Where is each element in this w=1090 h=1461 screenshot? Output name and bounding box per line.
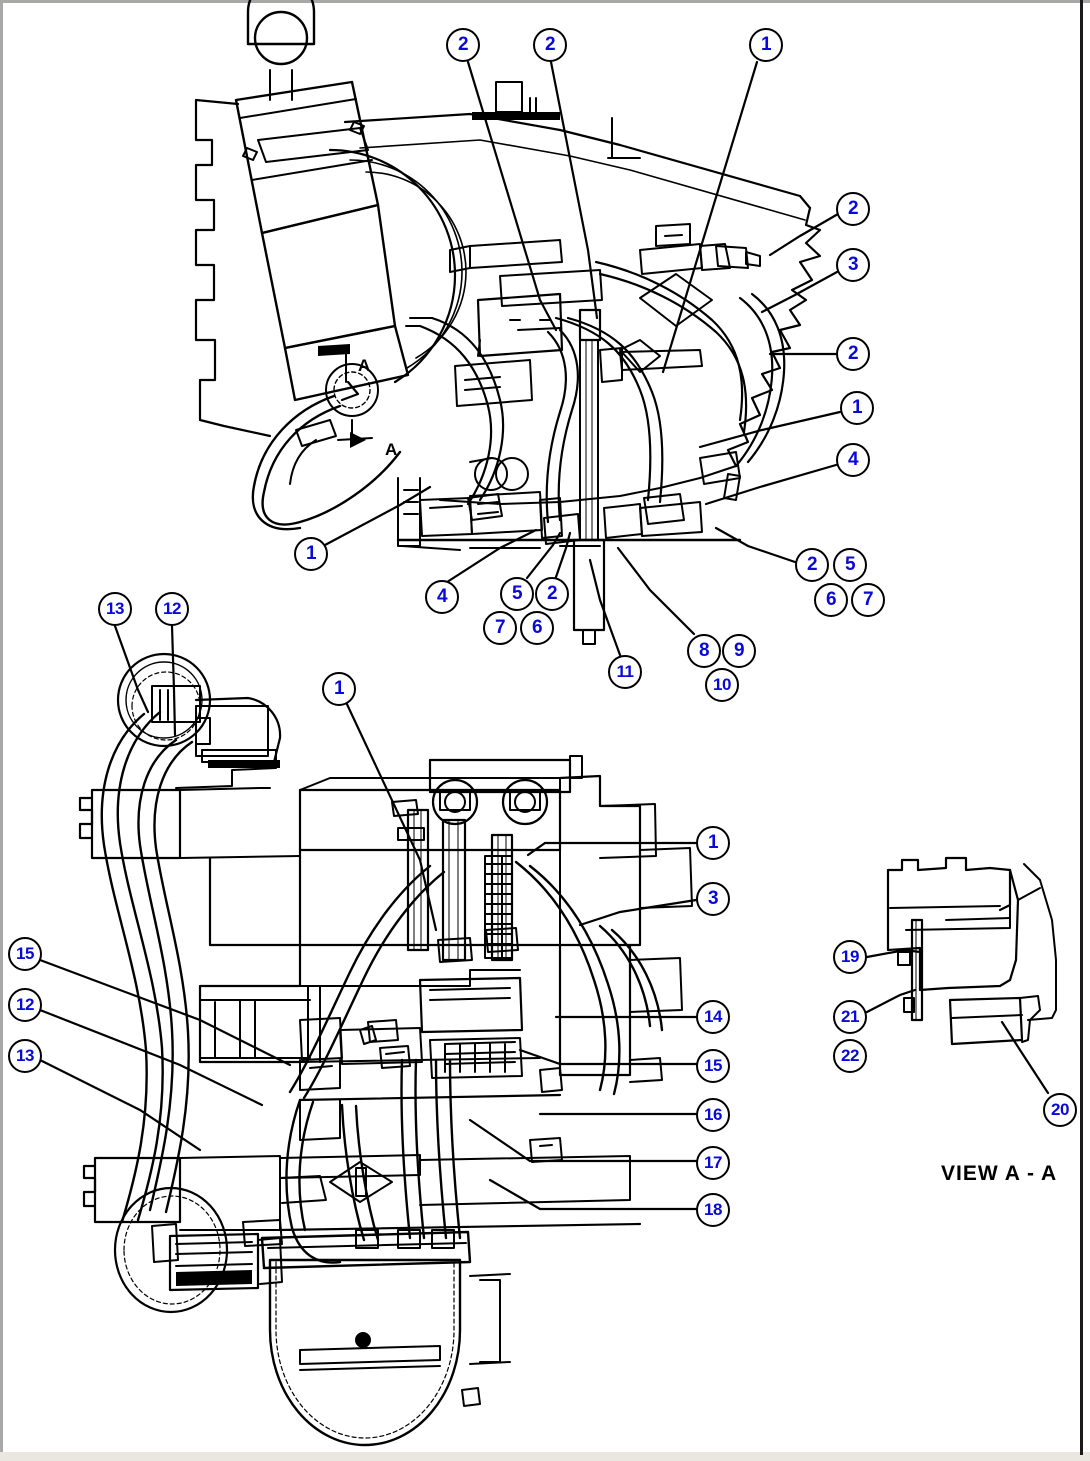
callout-2[interactable]: 2	[446, 28, 480, 62]
callout-12[interactable]: 12	[8, 988, 42, 1022]
callout-3[interactable]: 3	[836, 248, 870, 282]
leader-line-1	[698, 410, 842, 449]
leader-line-12	[170, 624, 177, 737]
leader-line-2	[466, 60, 558, 332]
callout-5[interactable]: 5	[833, 548, 867, 582]
leader-line-1	[526, 841, 698, 857]
leader-line-1	[343, 698, 438, 932]
callout-18[interactable]: 18	[696, 1193, 730, 1227]
leader-line-11	[588, 558, 622, 657]
leader-line-3	[578, 898, 698, 927]
leader-line-3	[760, 270, 839, 314]
leader-line-1	[661, 60, 759, 374]
upper-assembly-view	[194, 0, 822, 645]
callout-1[interactable]: 1	[322, 672, 356, 706]
callout-15[interactable]: 15	[696, 1049, 730, 1083]
callout-leader-lines	[38, 60, 1050, 1211]
callout-7[interactable]: 7	[483, 611, 517, 645]
callout-2[interactable]: 2	[535, 577, 569, 611]
leader-line-20	[1000, 1020, 1050, 1095]
leader-line-17	[468, 1118, 698, 1163]
leader-line-2	[714, 526, 797, 564]
callout-3[interactable]: 3	[696, 882, 730, 916]
callout-2[interactable]: 2	[836, 192, 870, 226]
lower-assembly-view	[78, 652, 693, 1447]
callout-15[interactable]: 15	[8, 937, 42, 971]
leader-line-8	[616, 546, 696, 636]
leader-line-2	[768, 212, 840, 257]
callout-1[interactable]: 1	[294, 537, 328, 571]
callout-5[interactable]: 5	[500, 577, 534, 611]
callout-4[interactable]: 4	[836, 443, 870, 477]
leader-line-13	[38, 1058, 202, 1152]
callout-1[interactable]: 1	[696, 826, 730, 860]
section-letter: A	[385, 440, 398, 459]
callout-10[interactable]: 10	[705, 668, 739, 702]
leader-line-15	[38, 958, 292, 1067]
leader-line-2	[554, 531, 572, 579]
leader-line-15	[518, 1048, 698, 1066]
callout-13[interactable]: 13	[98, 592, 132, 626]
leader-line-1	[323, 485, 432, 547]
page-border-right	[1080, 0, 1083, 1455]
leader-line-21	[865, 988, 917, 1014]
callout-1[interactable]: 1	[749, 28, 783, 62]
section-letter: A	[358, 356, 371, 375]
callout-22[interactable]: 22	[833, 1039, 867, 1073]
callout-2[interactable]: 2	[533, 28, 567, 62]
callout-17[interactable]: 17	[696, 1146, 730, 1180]
leader-line-2	[549, 60, 599, 320]
page-border-top	[0, 0, 1090, 3]
page-border-bottom	[0, 1452, 1090, 1461]
leader-line-12	[38, 1008, 264, 1107]
page-border-left	[0, 0, 3, 1461]
callout-2[interactable]: 2	[836, 337, 870, 371]
callout-19[interactable]: 19	[833, 940, 867, 974]
callout-20[interactable]: 20	[1043, 1093, 1077, 1127]
callout-13[interactable]: 13	[8, 1039, 42, 1073]
leader-line-19	[865, 948, 922, 959]
callout-6[interactable]: 6	[520, 611, 554, 645]
callout-11[interactable]: 11	[608, 655, 642, 689]
leader-line-18	[488, 1178, 698, 1211]
callout-6[interactable]: 6	[814, 583, 848, 617]
view-a-a-detail	[886, 856, 1057, 1046]
callout-16[interactable]: 16	[696, 1098, 730, 1132]
callout-14[interactable]: 14	[696, 1000, 730, 1034]
callout-8[interactable]: 8	[687, 634, 721, 668]
view-label: VIEW A - A	[941, 1162, 1058, 1185]
callout-1[interactable]: 1	[840, 391, 874, 425]
callout-12[interactable]: 12	[155, 592, 189, 626]
leader-line-4	[442, 528, 538, 586]
callout-2[interactable]: 2	[795, 548, 829, 582]
callout-7[interactable]: 7	[851, 583, 885, 617]
callout-21[interactable]: 21	[833, 1000, 867, 1034]
callout-4[interactable]: 4	[425, 580, 459, 614]
leader-line-5	[525, 531, 562, 580]
leader-line-13	[113, 624, 150, 714]
leader-line-4	[704, 463, 838, 506]
callout-9[interactable]: 9	[722, 634, 756, 668]
